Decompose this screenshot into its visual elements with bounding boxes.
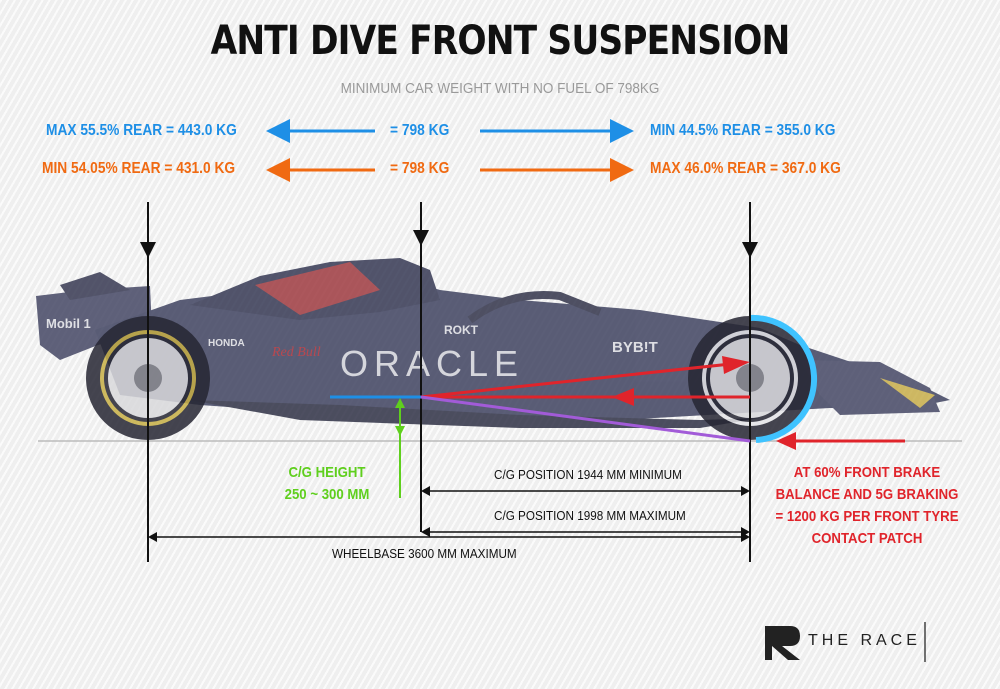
brand-name: THE RACE bbox=[808, 632, 921, 649]
cg-height-arrow-bottom bbox=[395, 426, 405, 436]
brake-force-arrowhead bbox=[612, 388, 634, 406]
wheelbase-label: WHEELBASE 3600 MM MAXIMUM bbox=[332, 546, 517, 561]
front-tyre-arc bbox=[749, 314, 817, 443]
brand-logo-icon bbox=[765, 626, 800, 660]
orange-rear-weight: MIN 54.05% REAR = 431.0 KG bbox=[42, 160, 236, 177]
braking-input-arrowhead bbox=[776, 432, 796, 450]
cg-arrowhead bbox=[413, 230, 429, 246]
anti-dive-line bbox=[420, 361, 741, 399]
page-subtitle: MINIMUM CAR WEIGHT WITH NO FUEL OF 798KG bbox=[340, 80, 660, 97]
anti-dive-arrowhead bbox=[722, 356, 750, 374]
rear-axle-arrowhead bbox=[140, 242, 156, 258]
sponsor-redbull: Red Bull bbox=[271, 345, 321, 360]
blue-total-weight: = 798 KG bbox=[390, 122, 450, 139]
blue-front-weight: MIN 44.5% REAR = 355.0 KG bbox=[650, 122, 836, 139]
contact-patch-line bbox=[420, 395, 751, 443]
page-title: ANTI DIVE FRONT SUSPENSION bbox=[210, 18, 791, 64]
cg-height-line2: 250 ~ 300 MM bbox=[284, 486, 370, 503]
braking-note-line4: CONTACT PATCH bbox=[811, 530, 923, 547]
braking-note: AT 60% FRONT BRAKE BALANCE AND 5G BRAKIN… bbox=[775, 462, 960, 550]
front-axle-arrowhead bbox=[742, 242, 758, 258]
cg-max-label: C/G POSITION 1998 MM MAXIMUM bbox=[494, 508, 686, 523]
sponsor-honda: HONDA bbox=[208, 338, 245, 349]
braking-note-line1: AT 60% FRONT BRAKE bbox=[793, 464, 941, 481]
blue-rear-weight: MAX 55.5% REAR = 443.0 KG bbox=[46, 122, 237, 139]
cg-height-arrow-top bbox=[395, 398, 405, 408]
orange-total-weight: = 798 KG bbox=[390, 160, 450, 177]
orange-front-weight: MAX 46.0% REAR = 367.0 KG bbox=[650, 160, 841, 177]
sponsor-mobil: Mobil 1 bbox=[46, 316, 91, 331]
cg-min-label: C/G POSITION 1944 MM MINIMUM bbox=[494, 467, 682, 482]
sponsor-oracle: ORACLE bbox=[340, 343, 524, 384]
braking-note-line2: BALANCE AND 5G BRAKING bbox=[775, 486, 959, 503]
braking-note-line3: = 1200 KG PER FRONT TYRE bbox=[775, 508, 959, 525]
cg-height-label: C/G HEIGHT 250 ~ 300 MM bbox=[270, 462, 384, 506]
sponsor-rokt: ROKT bbox=[444, 323, 479, 337]
cg-height-line1: C/G HEIGHT bbox=[288, 464, 366, 481]
sponsor-bybit: BYB!T bbox=[612, 339, 658, 356]
